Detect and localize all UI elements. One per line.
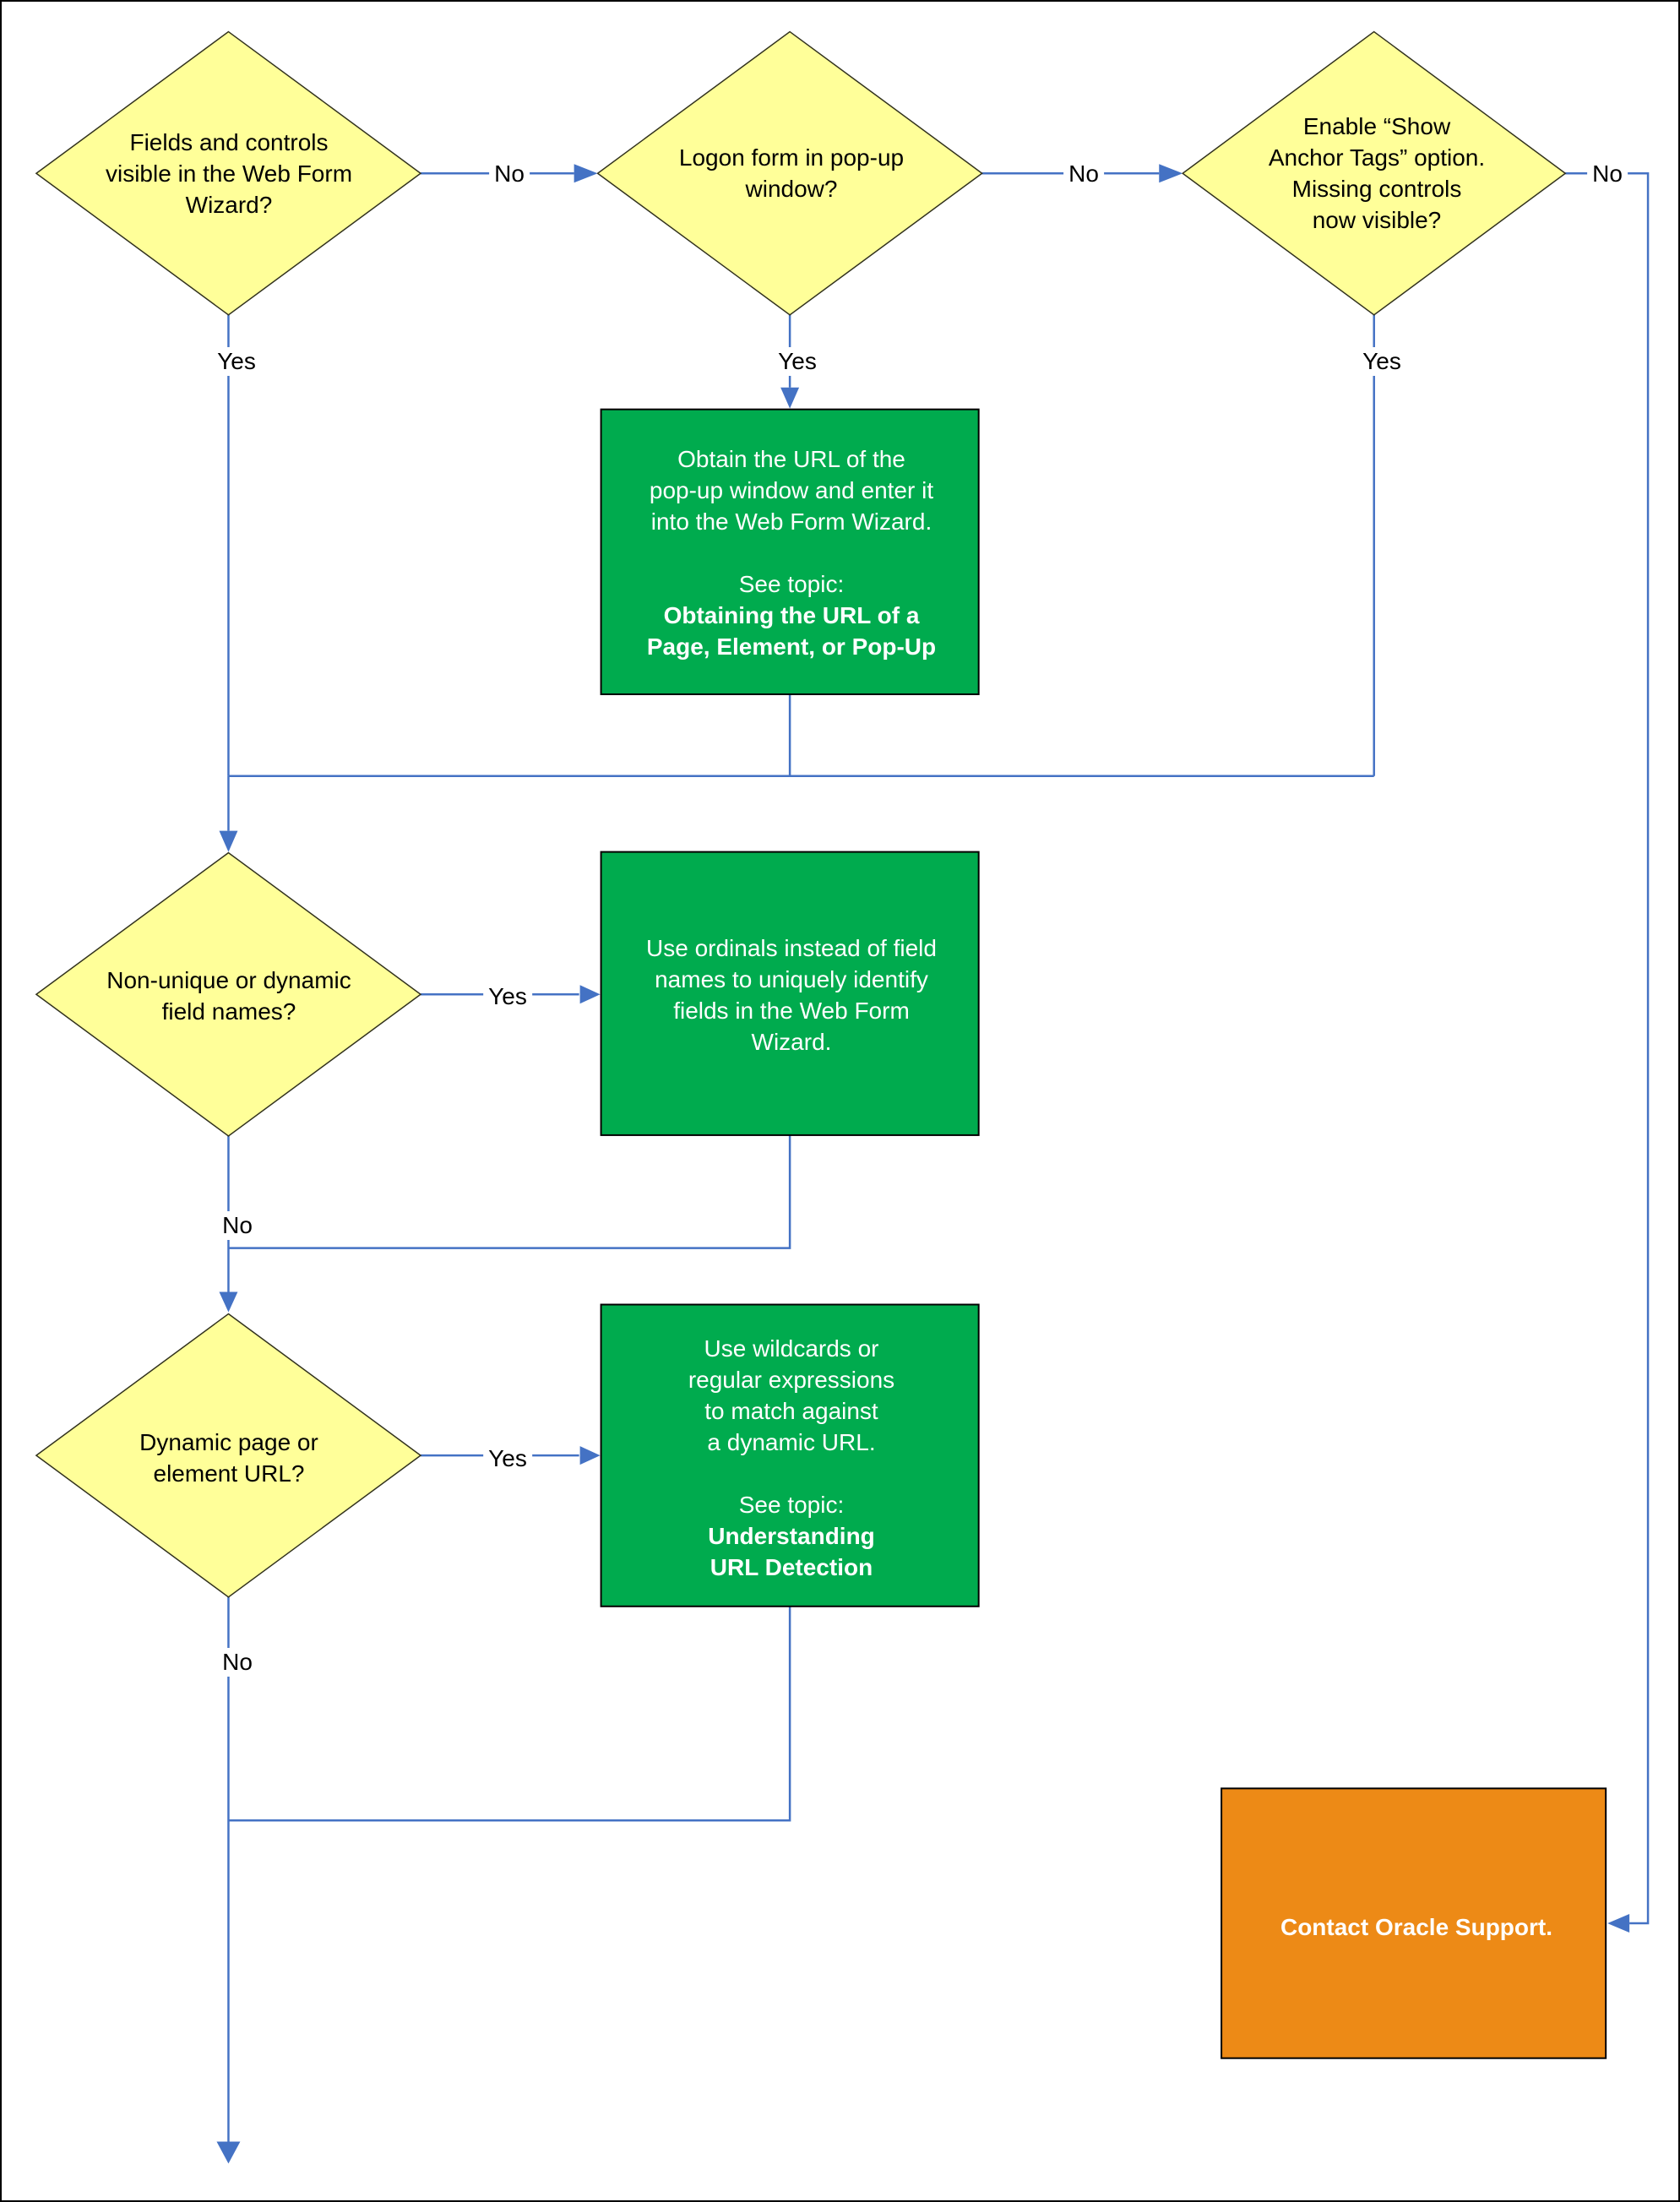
action-obtain-url-body: Obtain the URL of the pop-up window and … xyxy=(649,445,934,535)
decision-nonunique-fields-text: Non-unique or dynamic field names? xyxy=(106,967,351,1025)
action-contact-support-shape xyxy=(1221,1787,1607,2059)
edge-label-yes: Yes xyxy=(773,347,822,376)
topic-link-obtaining-url: Obtaining the URL of a Page, Element, or… xyxy=(646,601,937,660)
see-topic-label: See topic: xyxy=(738,1492,845,1518)
action-use-wildcards-shape xyxy=(600,1303,980,1607)
action-use-ordinals: Use ordinals instead of field names to u… xyxy=(602,853,981,1137)
edge-label-yes: Yes xyxy=(212,347,261,376)
edge-label-no: No xyxy=(217,1211,258,1240)
arrowhead-right-icon xyxy=(1159,164,1183,183)
action-contact-support-text: Contact Oracle Support. xyxy=(1280,1913,1553,1940)
edge-label-no: No xyxy=(489,160,530,188)
arrowhead-down-icon xyxy=(216,2141,241,2164)
decision-anchor-tags-shape xyxy=(1181,30,1567,316)
edge-label-no: No xyxy=(217,1648,258,1677)
decision-dynamic-url-text: Dynamic page or element URL? xyxy=(139,1429,318,1487)
action-use-ordinals-body: Use ordinals instead of field names to u… xyxy=(646,935,937,1055)
action-obtain-url: Obtain the URL of the pop-up window and … xyxy=(602,410,981,695)
connector-no-d3-support xyxy=(1565,171,1650,1925)
decision-fields-visible-shape xyxy=(35,30,422,316)
decision-logon-popup-shape xyxy=(596,30,983,316)
arrowhead-left-icon xyxy=(1607,1914,1630,1933)
decision-logon-popup-text: Logon form in pop-up window? xyxy=(678,144,905,202)
connector-action3-merge xyxy=(228,1606,791,1822)
action-use-wildcards: Use wildcards or regular expressions to … xyxy=(602,1307,981,1609)
see-topic-label: See topic: xyxy=(738,570,845,597)
arrowhead-down-icon xyxy=(780,387,800,409)
arrowhead-right-icon xyxy=(579,1446,601,1465)
decision-dynamic-url-shape xyxy=(35,1313,422,1598)
arrowhead-down-icon xyxy=(219,830,238,852)
connector-action2-merge xyxy=(228,1134,791,1249)
action-use-ordinals-shape xyxy=(600,851,980,1136)
action-use-wildcards-body: Use wildcards or regular expressions to … xyxy=(688,1335,895,1455)
decision-anchor-tags-text: Enable “Show Anchor Tags” option. Missin… xyxy=(1268,113,1486,233)
arrowhead-right-icon xyxy=(579,985,601,1004)
decision-fields-visible-text: Fields and controls visible in the Web F… xyxy=(105,128,353,218)
decision-nonunique-fields-shape xyxy=(35,851,422,1137)
edge-label-yes: Yes xyxy=(483,982,532,1011)
arrowhead-down-icon xyxy=(219,1291,238,1313)
edge-label-no: No xyxy=(1587,160,1628,188)
action-obtain-url-shape xyxy=(600,408,980,695)
edge-label-yes: Yes xyxy=(483,1444,532,1473)
arrowhead-right-icon xyxy=(574,164,598,183)
edge-label-no: No xyxy=(1063,160,1104,188)
topic-link-url-detection: Understanding URL Detection xyxy=(708,1523,875,1580)
edge-label-yes: Yes xyxy=(1357,347,1406,376)
